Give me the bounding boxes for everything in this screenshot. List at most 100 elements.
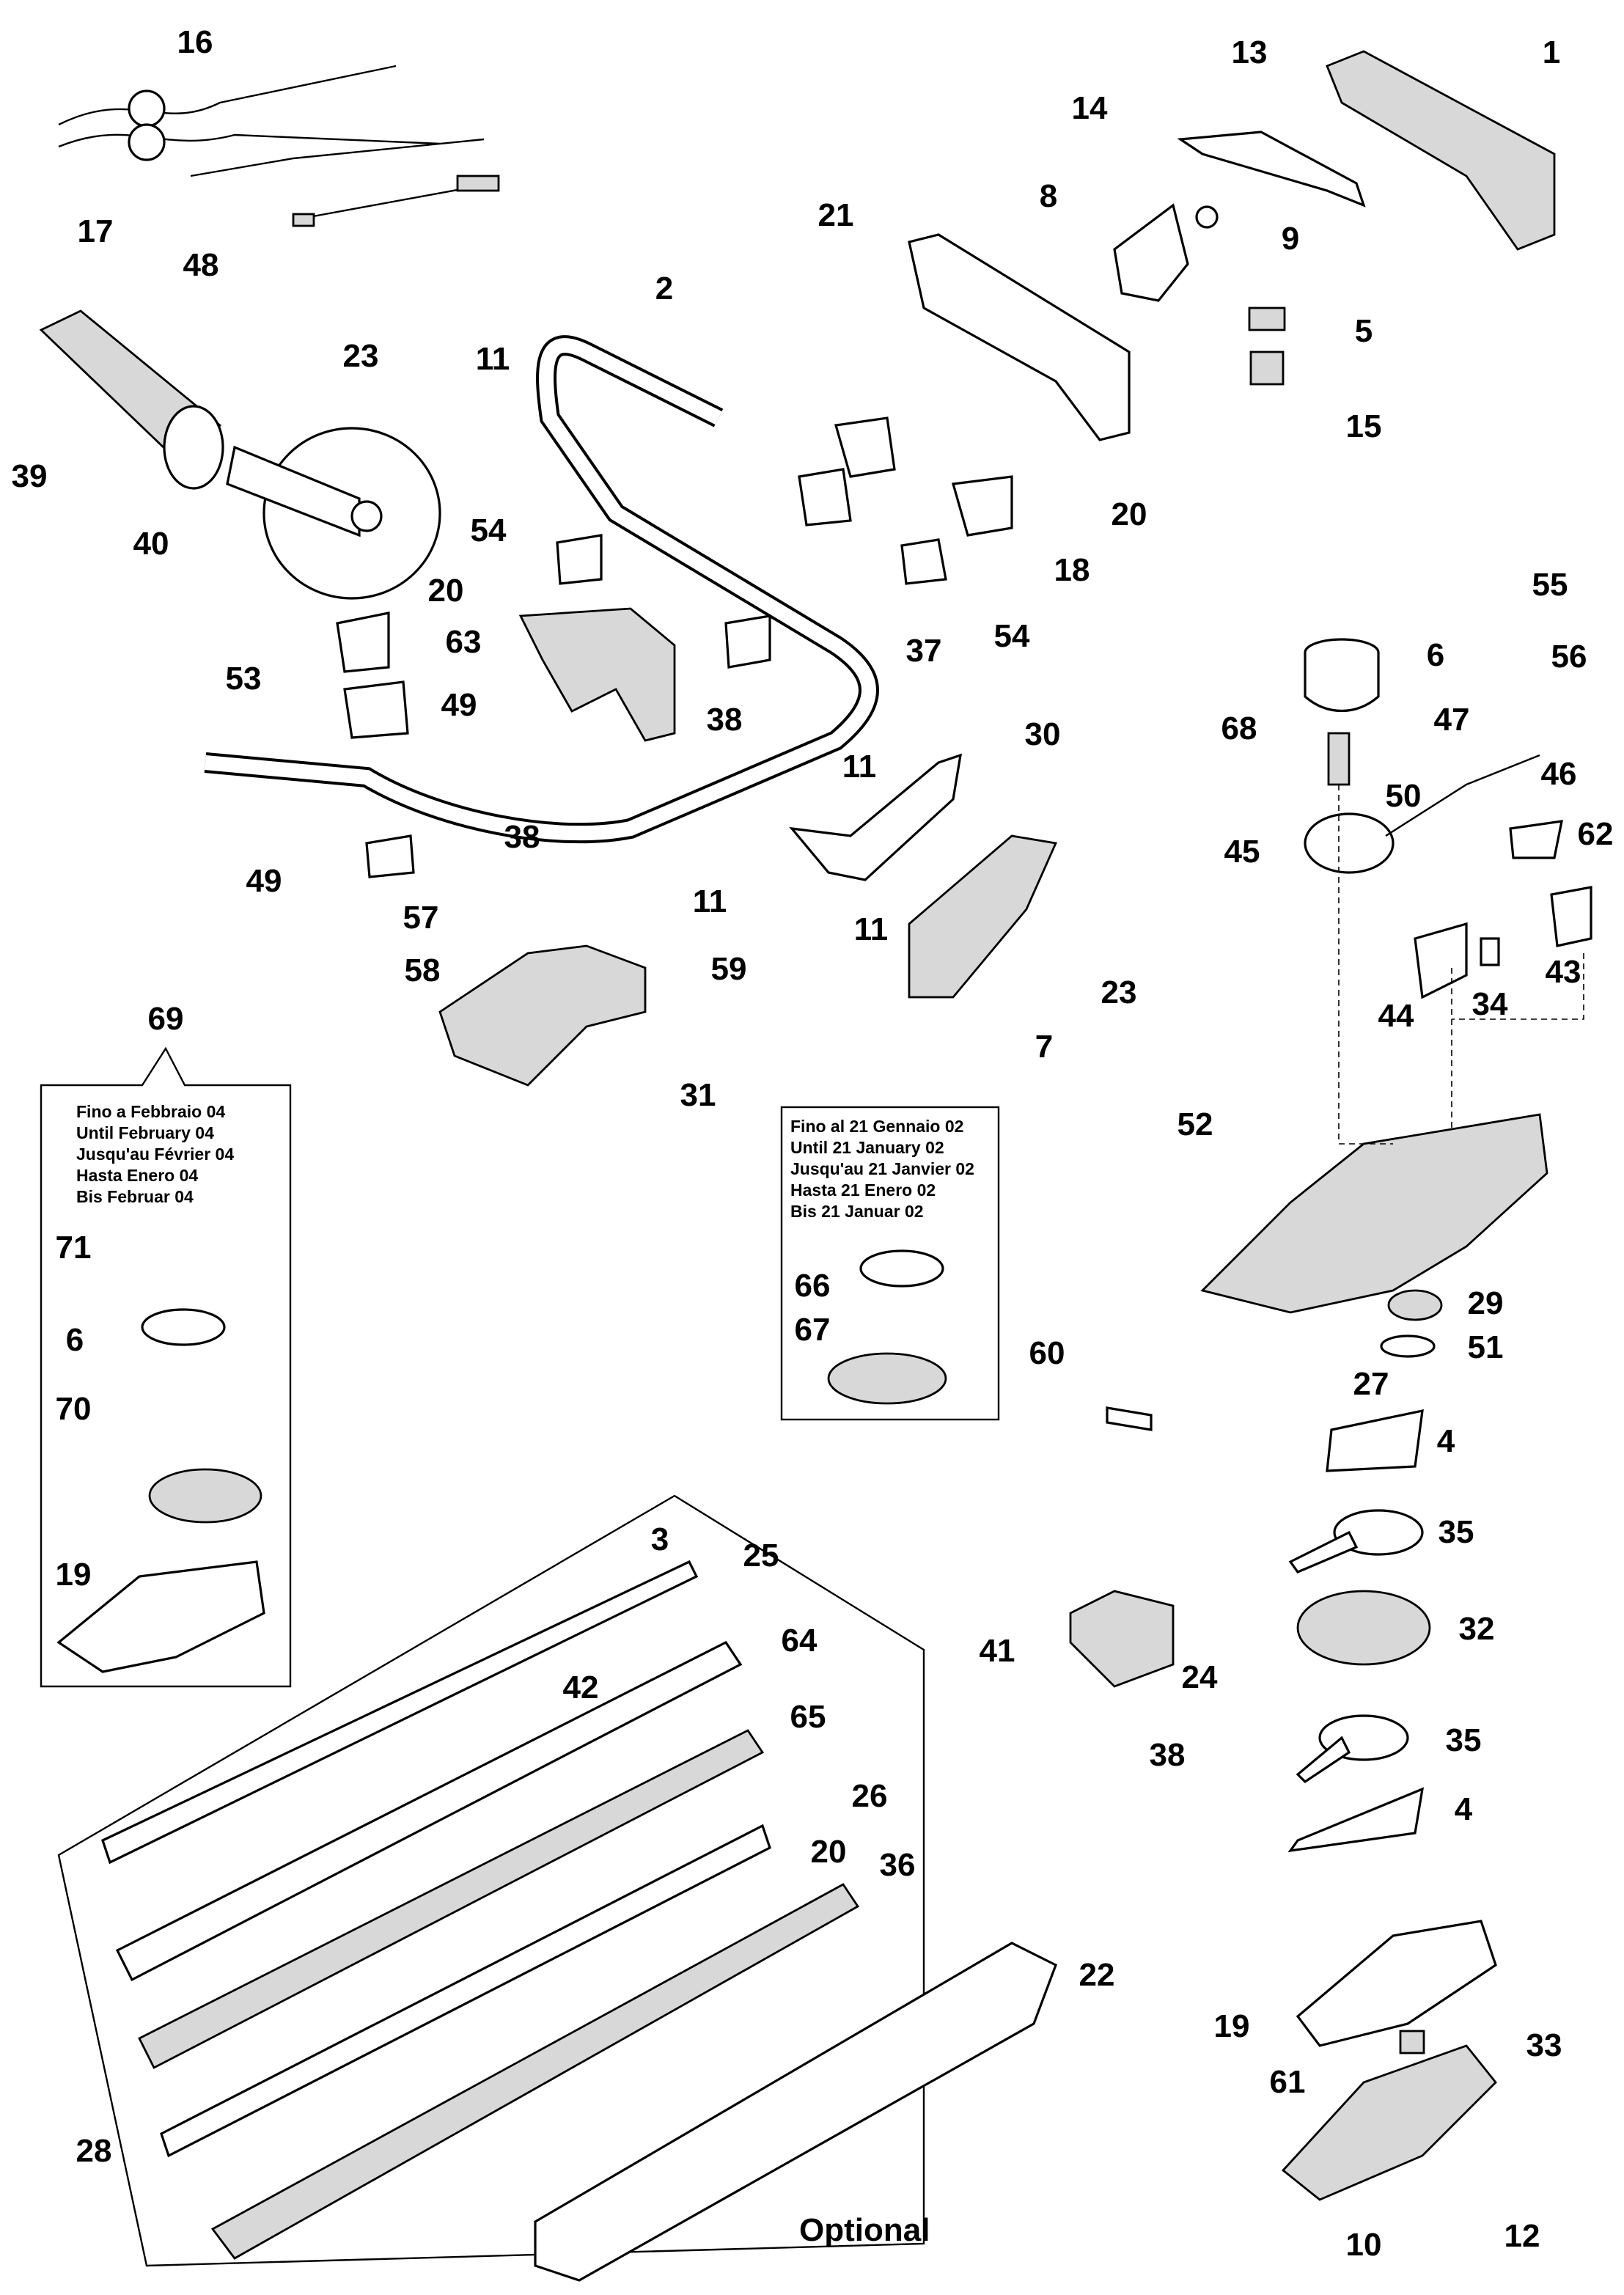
callout-53: 53 bbox=[226, 661, 262, 697]
cover-24 bbox=[1069, 1590, 1175, 1688]
callout-4: 4 bbox=[1455, 1791, 1473, 1827]
callout-11: 11 bbox=[693, 884, 727, 919]
callout-37: 37 bbox=[906, 633, 942, 669]
callout-3: 3 bbox=[651, 1521, 669, 1557]
lever-7 bbox=[908, 834, 1058, 999]
handle-grip bbox=[39, 309, 224, 490]
callout-54: 54 bbox=[994, 618, 1030, 654]
gearbox-parts bbox=[1200, 638, 1592, 2201]
callout-6: 6 bbox=[1427, 637, 1444, 673]
callout-50: 50 bbox=[1386, 778, 1422, 814]
callout-27: 27 bbox=[1353, 1366, 1389, 1402]
callout-51: 51 bbox=[1468, 1329, 1504, 1365]
callout-20: 20 bbox=[1112, 496, 1147, 532]
callout-52: 52 bbox=[1177, 1106, 1213, 1142]
note-line: Hasta 21 Enero 02 bbox=[790, 1180, 936, 1200]
callout-58: 58 bbox=[405, 952, 441, 988]
callout-38: 38 bbox=[707, 702, 743, 738]
callout-15: 15 bbox=[1346, 408, 1382, 444]
callout-67: 67 bbox=[795, 1312, 831, 1348]
callout-62: 62 bbox=[1578, 816, 1614, 852]
loop-handle bbox=[204, 335, 879, 844]
callout-20: 20 bbox=[428, 573, 464, 609]
clip-60 bbox=[1106, 1406, 1153, 1431]
callout-9: 9 bbox=[1282, 221, 1299, 257]
note-line: Jusqu'au Février 04 bbox=[76, 1145, 234, 1164]
callout-36: 36 bbox=[880, 1847, 916, 1883]
callout-38: 38 bbox=[1150, 1737, 1186, 1773]
callout-40: 40 bbox=[133, 526, 169, 562]
callout-59: 59 bbox=[711, 951, 747, 987]
note-line: Bis Februar 04 bbox=[76, 1187, 194, 1206]
callout-46: 46 bbox=[1541, 756, 1577, 792]
callout-21: 21 bbox=[818, 197, 854, 233]
blade-set bbox=[57, 1494, 1058, 2282]
callout-54: 54 bbox=[471, 513, 507, 548]
cover-8 bbox=[1113, 203, 1189, 302]
callout-71: 71 bbox=[56, 1230, 92, 1266]
callout-63: 63 bbox=[446, 624, 482, 660]
note-line: Fino a Febbraio 04 bbox=[76, 1102, 225, 1121]
callout-5: 5 bbox=[1355, 313, 1373, 349]
callout-24: 24 bbox=[1182, 1659, 1218, 1695]
note-line: Fino al 21 Gennaio 02 bbox=[790, 1117, 963, 1136]
note-box-66-67 bbox=[780, 1106, 1000, 1421]
callout-10: 10 bbox=[1346, 2227, 1382, 2263]
callout-68: 68 bbox=[1221, 710, 1257, 746]
callout-11: 11 bbox=[842, 749, 877, 785]
callout-32: 32 bbox=[1459, 1611, 1495, 1647]
callout-61: 61 bbox=[1270, 2064, 1306, 2100]
callout-35: 35 bbox=[1439, 1514, 1474, 1550]
callout-43: 43 bbox=[1546, 954, 1581, 990]
callout-31: 31 bbox=[680, 1077, 716, 1113]
callout-35: 35 bbox=[1446, 1722, 1482, 1758]
callout-56: 56 bbox=[1551, 639, 1587, 675]
callout-19: 19 bbox=[56, 1557, 92, 1593]
bracket-63 bbox=[518, 607, 676, 742]
note-line: Hasta Enero 04 bbox=[76, 1166, 198, 1185]
callout-20: 20 bbox=[811, 1834, 847, 1870]
callout-29: 29 bbox=[1468, 1285, 1504, 1321]
callout-30: 30 bbox=[1025, 716, 1061, 752]
callout-11: 11 bbox=[854, 911, 889, 947]
callout-45: 45 bbox=[1224, 834, 1260, 870]
housing-31 bbox=[438, 944, 647, 1087]
callout-1: 1 bbox=[1543, 34, 1560, 70]
trigger bbox=[1177, 131, 1366, 208]
note-line: Jusqu'au 21 Janvier 02 bbox=[790, 1159, 974, 1178]
callout-34: 34 bbox=[1472, 986, 1508, 1022]
callout-41: 41 bbox=[980, 1633, 1015, 1669]
callout-4: 4 bbox=[1437, 1423, 1455, 1459]
callout-49: 49 bbox=[441, 687, 477, 723]
note-line: Until 21 January 02 bbox=[790, 1138, 944, 1157]
hand-guard bbox=[226, 427, 441, 600]
optional-label: Optional bbox=[799, 2212, 930, 2248]
callout-12: 12 bbox=[1504, 2218, 1540, 2254]
callout-6: 6 bbox=[66, 1322, 84, 1358]
note-line: Until February 04 bbox=[76, 1123, 214, 1142]
callout-26: 26 bbox=[852, 1778, 888, 1814]
callout-8: 8 bbox=[1040, 178, 1057, 214]
callout-55: 55 bbox=[1532, 567, 1568, 603]
callout-38: 38 bbox=[504, 819, 540, 855]
callout-49: 49 bbox=[246, 863, 282, 899]
callout-23: 23 bbox=[1101, 974, 1137, 1010]
callout-28: 28 bbox=[76, 2133, 112, 2169]
callout-11: 11 bbox=[476, 341, 510, 377]
callout-57: 57 bbox=[403, 900, 439, 936]
callout-60: 60 bbox=[1029, 1335, 1065, 1371]
callout-65: 65 bbox=[790, 1699, 826, 1735]
callout-14: 14 bbox=[1072, 90, 1108, 126]
note-line: Bis 21 Januar 02 bbox=[790, 1202, 924, 1221]
callout-70: 70 bbox=[56, 1391, 92, 1427]
callout-18: 18 bbox=[1054, 552, 1090, 588]
callout-17: 17 bbox=[78, 213, 114, 249]
callout-2: 2 bbox=[655, 271, 673, 306]
rear-handle-half bbox=[1326, 50, 1556, 251]
callout-42: 42 bbox=[563, 1670, 599, 1705]
callout-66: 66 bbox=[795, 1268, 831, 1304]
callout-22: 22 bbox=[1079, 1957, 1115, 1993]
callout-16: 16 bbox=[177, 24, 213, 60]
callout-64: 64 bbox=[782, 1623, 817, 1659]
